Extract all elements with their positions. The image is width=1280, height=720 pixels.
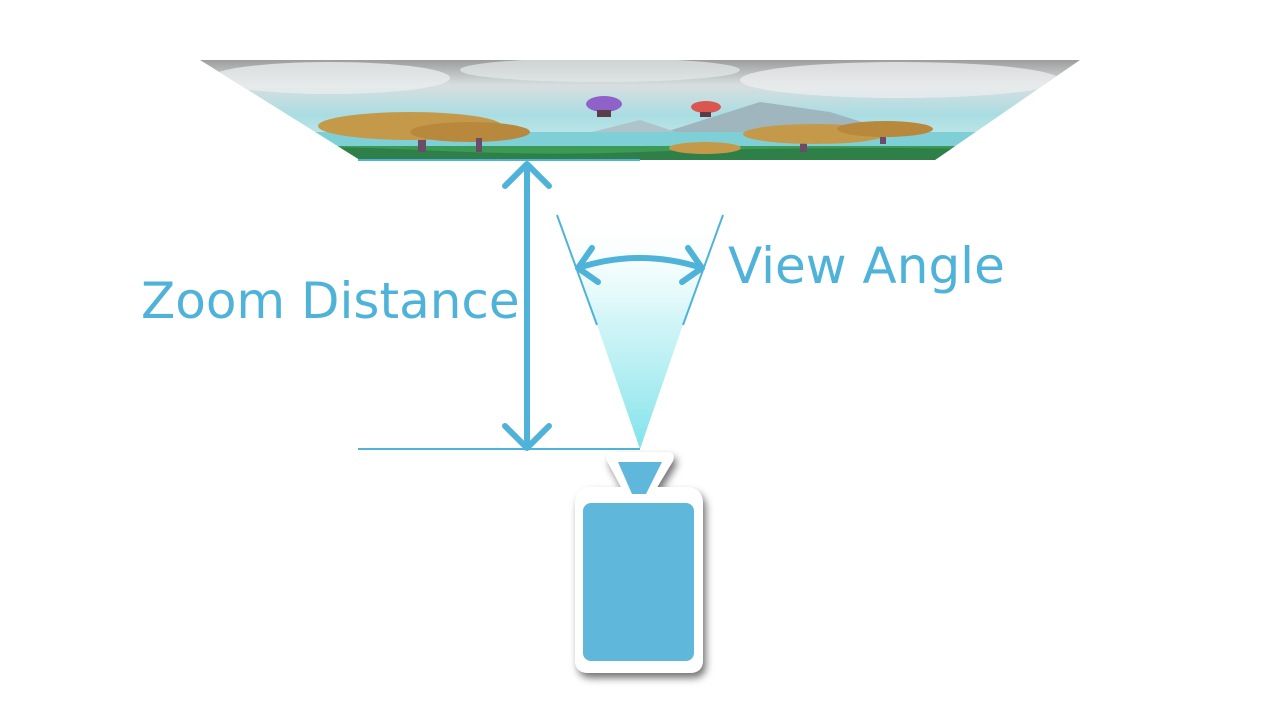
- scene-tree: [669, 142, 741, 154]
- purple-balloon-icon: [586, 96, 622, 117]
- camera-icon: [575, 452, 703, 673]
- zoom-distance-label: Zoom Distance: [141, 272, 520, 330]
- red-balloon-icon: [691, 101, 721, 117]
- scene-cloud: [740, 62, 1060, 98]
- scene-tree: [476, 138, 482, 152]
- scene-water: [200, 132, 1080, 148]
- view-frustum: [558, 212, 722, 449]
- scene-image: [200, 60, 1080, 160]
- scene-tree: [837, 121, 933, 144]
- scene-cloud: [210, 62, 450, 94]
- scene-tree: [318, 112, 530, 152]
- scene-cloud: [460, 60, 740, 82]
- double-arrow-vertical-icon: [502, 161, 552, 451]
- curved-double-arrow-icon: [575, 245, 705, 285]
- view-angle-label: View Angle: [728, 237, 1005, 295]
